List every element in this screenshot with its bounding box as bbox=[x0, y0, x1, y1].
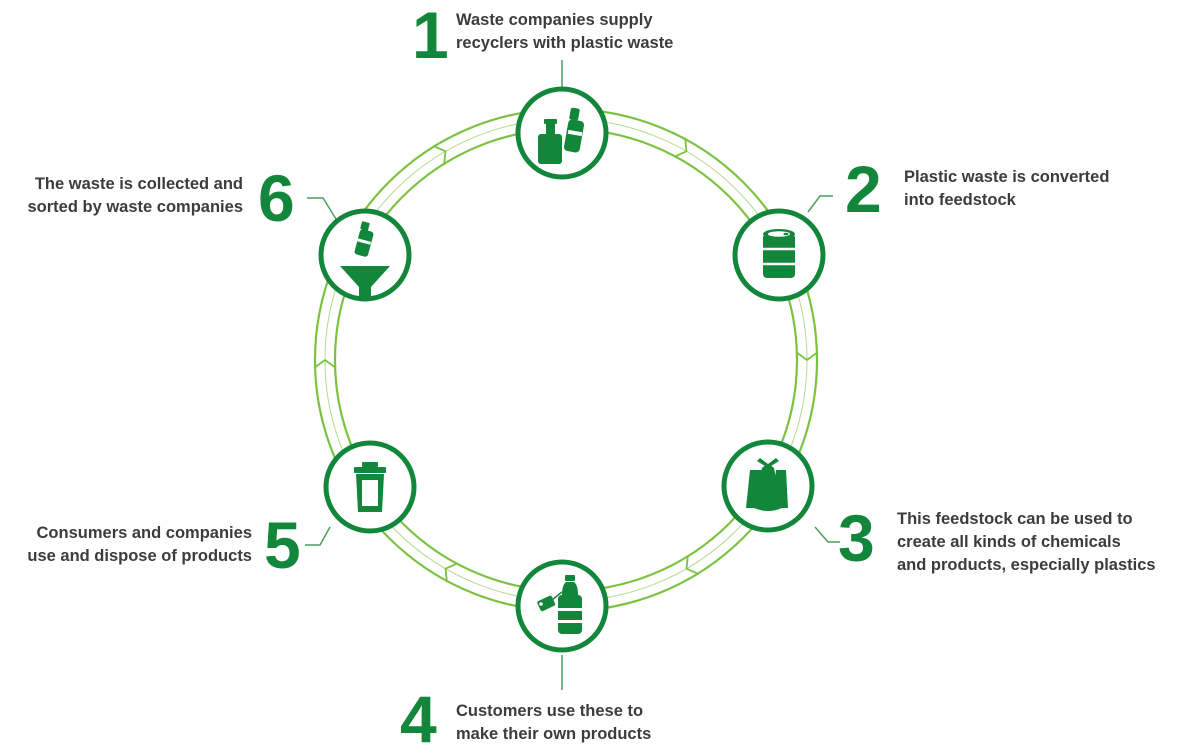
step-5-line-1: Consumers and companies bbox=[36, 524, 252, 542]
tagged-bottle-icon bbox=[537, 575, 582, 634]
plastic-bags-icon bbox=[746, 458, 788, 511]
leader-line-5 bbox=[305, 526, 331, 546]
step-6-description: The waste is collected and sorted by was… bbox=[28, 173, 244, 219]
step-6-line-2: sorted by waste companies bbox=[27, 198, 244, 216]
step-6-line-1: The waste is collected and bbox=[34, 175, 243, 193]
step-4-number: 4 bbox=[400, 682, 437, 756]
leader-line-3 bbox=[814, 526, 840, 543]
step-4-node bbox=[515, 559, 609, 653]
step-2-description: Plastic waste is converted into feedstoc… bbox=[904, 166, 1109, 212]
step-3-node bbox=[721, 439, 815, 533]
step-2-line-2: into feedstock bbox=[904, 191, 1016, 209]
step-4-line-1: Customers use these to bbox=[456, 702, 644, 720]
step-2-node bbox=[732, 208, 826, 302]
step-5-node bbox=[323, 440, 417, 534]
oil-barrel-icon bbox=[763, 229, 795, 278]
leader-lines bbox=[305, 60, 840, 690]
step-5-number: 5 bbox=[264, 508, 301, 582]
step-4-line-2: make their own products bbox=[456, 725, 652, 743]
cycle-band bbox=[313, 107, 819, 613]
step-3-line-1: This feedstock can be used to bbox=[897, 510, 1133, 528]
step-2-number: 2 bbox=[845, 152, 882, 226]
leader-line-6 bbox=[307, 197, 337, 220]
step-1-description: Waste companies supply recyclers with pl… bbox=[456, 9, 673, 55]
step-3-number: 3 bbox=[838, 501, 875, 575]
step-1-number: 1 bbox=[412, 0, 449, 72]
step-6-number: 6 bbox=[258, 161, 295, 235]
step-1-node bbox=[515, 86, 609, 180]
step-2-line-1: Plastic waste is converted bbox=[904, 168, 1110, 186]
step-5-line-2: use and dispose of products bbox=[27, 547, 252, 565]
plastic-bottles-icon bbox=[538, 107, 585, 164]
step-6-node bbox=[318, 208, 412, 302]
step-3-line-2: create all kinds of chemicals bbox=[897, 533, 1121, 551]
flow-chevrons bbox=[313, 137, 819, 583]
step-1-line-1: Waste companies supply bbox=[456, 11, 653, 29]
step-5-description: Consumers and companies use and dispose … bbox=[27, 522, 252, 568]
bottle-funnel-icon bbox=[340, 221, 390, 298]
trash-bin-icon bbox=[354, 462, 386, 512]
step-3-line-3: and products, especially plastics bbox=[897, 556, 1156, 574]
step-1-line-2: recyclers with plastic waste bbox=[456, 34, 674, 52]
leader-line-2 bbox=[807, 195, 833, 213]
step-4-description: Customers use these to make their own pr… bbox=[456, 700, 651, 746]
step-3-description: This feedstock can be used to create all… bbox=[897, 508, 1156, 577]
